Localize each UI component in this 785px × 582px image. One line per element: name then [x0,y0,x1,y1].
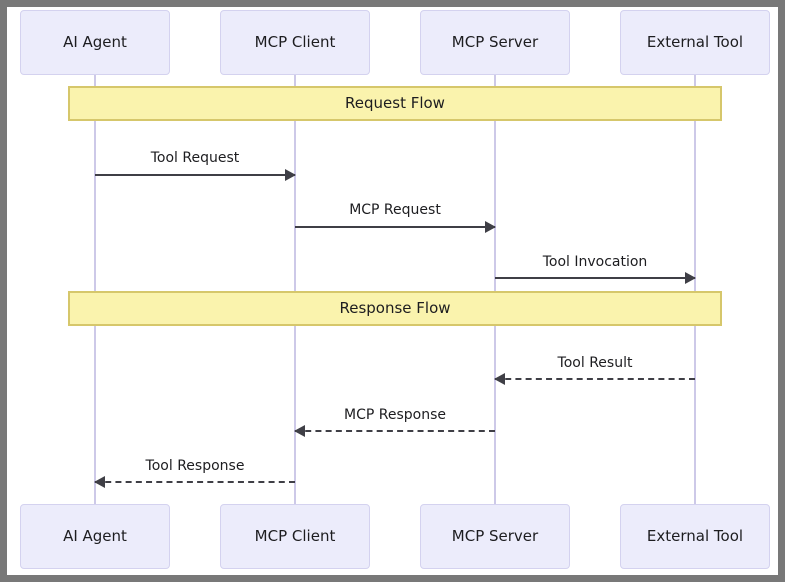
message-label-mcp-request: MCP Request [349,202,441,218]
arrowhead-right-icon [285,169,296,181]
section-banner-response-flow: Response Flow [68,291,722,326]
message-tool-response [94,476,295,488]
message-label-mcp-response: MCP Response [344,407,446,423]
arrowhead-right-icon [485,221,496,233]
participant-label: AI Agent [63,527,127,545]
message-line [495,277,695,279]
message-line [495,378,695,380]
arrowhead-left-icon [94,476,105,488]
participant-bottom-mcp-client[interactable]: MCP Client [220,504,370,569]
participant-bottom-mcp-server[interactable]: MCP Server [420,504,570,569]
section-banner-label: Response Flow [339,299,451,317]
participant-top-external-tool[interactable]: External Tool [620,10,770,75]
arrowhead-right-icon [685,272,696,284]
participant-top-mcp-client[interactable]: MCP Client [220,10,370,75]
participant-label: MCP Client [254,527,336,545]
message-label-tool-invocation: Tool Invocation [542,254,648,270]
participant-label: MCP Client [254,33,336,51]
message-line [95,481,295,483]
message-tool-result [494,373,695,385]
participant-label: External Tool [646,33,744,51]
message-tool-invocation [495,272,696,284]
participant-label: External Tool [646,527,744,545]
message-line [95,174,295,176]
participant-bottom-ai-agent[interactable]: AI Agent [20,504,170,569]
participant-top-ai-agent[interactable]: AI Agent [20,10,170,75]
diagram-stage: AI Agent MCP Client MCP Server External … [7,7,778,575]
message-line [295,430,495,432]
participant-top-mcp-server[interactable]: MCP Server [420,10,570,75]
message-mcp-request [295,221,496,233]
participant-bottom-external-tool[interactable]: External Tool [620,504,770,569]
section-banner-request-flow: Request Flow [68,86,722,121]
message-label-tool-response: Tool Response [145,458,245,474]
message-line [295,226,495,228]
arrowhead-left-icon [494,373,505,385]
section-banner-label: Request Flow [345,94,445,112]
message-label-tool-request: Tool Request [150,150,240,166]
message-tool-request [95,169,296,181]
arrowhead-left-icon [294,425,305,437]
participant-label: AI Agent [63,33,127,51]
message-mcp-response [294,425,495,437]
participant-label: MCP Server [451,33,539,51]
message-label-tool-result: Tool Result [557,355,633,371]
participant-label: MCP Server [451,527,539,545]
